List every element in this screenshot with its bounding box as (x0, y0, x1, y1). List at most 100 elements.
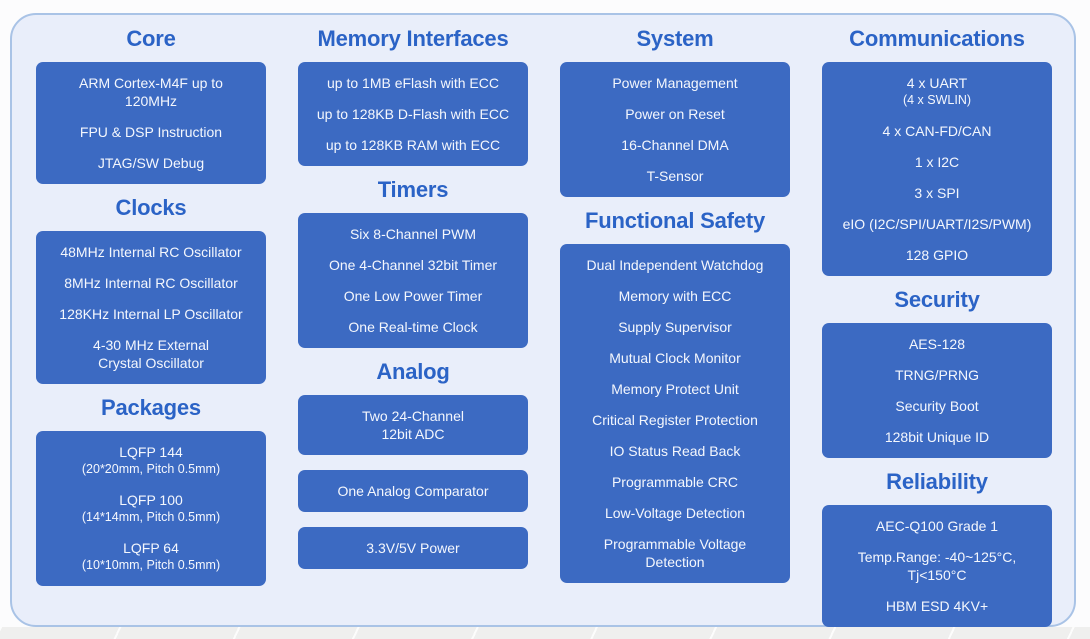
feature-line: 48MHz Internal RC Oscillator (60, 244, 242, 260)
feature-item: Power on Reset (566, 105, 784, 123)
feature-item: 48MHz Internal RC Oscillator (42, 243, 260, 261)
feature-line: LQFP 100 (119, 492, 183, 508)
section-clocks: Clocks 48MHz Internal RC Oscillator 8MHz I… (36, 184, 266, 384)
feature-line: (4 x SWLIN) (902, 93, 972, 107)
feature-item: One Real-time Clock (304, 318, 522, 336)
feature-line: Memory with ECC (618, 288, 732, 304)
feature-line: HBM ESD 4KV+ (885, 598, 989, 614)
feature-item: Memory with ECC (566, 287, 784, 305)
feature-item: Temp.Range: -40~125°C, Tj<150°C (828, 548, 1046, 584)
feature-line: AEC-Q100 Grade 1 (875, 518, 999, 534)
feature-item: LQFP 64 (10*10mm, Pitch 0.5mm) (42, 539, 260, 574)
feature-item: up to 128KB D-Flash with ECC (304, 105, 522, 123)
feature-line: FPU & DSP Instruction (79, 124, 223, 140)
feature-item: eIO (I2C/SPI/UART/I2S/PWM) (828, 215, 1046, 233)
feature-line: One 4-Channel 32bit Timer (328, 257, 498, 273)
feature-line: Security Boot (895, 398, 979, 414)
feature-line: 1 x I2C (914, 154, 960, 170)
feature-box: Two 24-Channel 12bit ADC (298, 395, 528, 455)
feature-item: up to 1MB eFlash with ECC (304, 74, 522, 92)
feature-item: Supply Supervisor (566, 318, 784, 336)
feature-line: Tj<150°C (907, 567, 967, 583)
section-title: Analog (376, 359, 450, 384)
feature-line: 128bit Unique ID (884, 429, 990, 445)
feature-item: AES-128 (828, 335, 1046, 353)
feature-line: 4-30 MHz External (93, 337, 209, 353)
section-boxes: AEC-Q100 Grade 1 Temp.Range: -40~125°C, Tj… (822, 505, 1052, 627)
feature-line: Temp.Range: -40~125°C, (857, 549, 1017, 565)
feature-line: Memory Protect Unit (611, 381, 739, 397)
section-title: Security (894, 287, 980, 312)
feature-item: Programmable CRC (566, 473, 784, 491)
feature-box: AEC-Q100 Grade 1 Temp.Range: -40~125°C, Tj… (822, 505, 1052, 627)
feature-item: Power Management (566, 74, 784, 92)
section-boxes: 4 x UART (4 x SWLIN) 4 x CAN-FD/CAN 1 x I2C… (822, 62, 1052, 276)
feature-line: LQFP 64 (123, 540, 179, 556)
feature-item: TRNG/PRNG (828, 366, 1046, 384)
section-title: Core (126, 26, 176, 51)
feature-line: up to 128KB RAM with ECC (325, 137, 501, 153)
feature-item: Critical Register Protection (566, 411, 784, 429)
feature-line: One Analog Comparator (337, 483, 489, 499)
feature-item: HBM ESD 4KV+ (828, 597, 1046, 615)
section-title: Reliability (886, 469, 988, 494)
feature-item: 8MHz Internal RC Oscillator (42, 274, 260, 292)
section-title: Memory Interfaces (317, 26, 509, 51)
feature-line: 3.3V/5V Power (366, 540, 460, 556)
feature-item: 16-Channel DMA (566, 136, 784, 154)
feature-item: AEC-Q100 Grade 1 (828, 517, 1046, 535)
feature-box: 4 x UART (4 x SWLIN) 4 x CAN-FD/CAN 1 x I2C… (822, 62, 1052, 276)
feature-line: 12bit ADC (381, 426, 445, 442)
feature-line: Six 8-Channel PWM (349, 226, 477, 242)
feature-item: T-Sensor (566, 167, 784, 185)
feature-line: (10*10mm, Pitch 0.5mm) (81, 558, 221, 572)
section-boxes: Two 24-Channel 12bit ADC One Analog Compar… (298, 395, 528, 569)
feature-line: (14*14mm, Pitch 0.5mm) (81, 510, 221, 524)
section-title: Clocks (115, 195, 187, 220)
section-memory-interfaces: Memory Interfaces up to 1MB eFlash with E… (298, 24, 528, 166)
feature-line: 4 x UART (906, 75, 968, 91)
feature-item: LQFP 144(20*20mm, Pitch 0.5mm) (42, 443, 260, 478)
feature-line: AES-128 (908, 336, 966, 352)
feature-item: Two 24-Channel 12bit ADC (304, 407, 522, 443)
section-title: Communications (849, 26, 1025, 51)
feature-box: 3.3V/5V Power (298, 527, 528, 569)
feature-line: Two 24-Channel (362, 408, 464, 424)
feature-line: 128KHz Internal LP Oscillator (59, 306, 243, 322)
feature-item: 1 x I2C (828, 153, 1046, 171)
feature-item: LQFP 100 (14*14mm, Pitch 0.5mm) (42, 491, 260, 526)
feature-line: (20*20mm, Pitch 0.5mm) (81, 462, 221, 476)
feature-item: 128KHz Internal LP Oscillator (42, 305, 260, 323)
feature-line: IO Status Read Back (609, 443, 741, 459)
feature-line: One Low Power Timer (343, 288, 483, 304)
feature-line: Crystal Oscillator (98, 355, 204, 371)
feature-line: 8MHz Internal RC Oscillator (64, 275, 238, 291)
feature-item: Memory Protect Unit (566, 380, 784, 398)
feature-box: LQFP 144(20*20mm, Pitch 0.5mm) LQFP 100 (1… (36, 431, 266, 586)
feature-item: One 4-Channel 32bit Timer (304, 256, 522, 274)
feature-line: Programmable CRC (611, 474, 739, 490)
feature-line: 4 x CAN-FD/CAN (882, 123, 992, 139)
feature-box: Six 8-Channel PWM One 4-Channel 32bit Tim… (298, 213, 528, 348)
feature-line: 128 GPIO (905, 247, 969, 263)
feature-item: 4 x CAN-FD/CAN (828, 122, 1046, 140)
feature-line: Detection (645, 554, 705, 570)
feature-line: 16-Channel DMA (621, 137, 729, 153)
feature-line: Critical Register Protection (592, 412, 758, 428)
feature-line: Mutual Clock Monitor (609, 350, 741, 366)
feature-line: T-Sensor (646, 168, 704, 184)
feature-line: ARM Cortex-M4F up to (79, 75, 223, 91)
feature-item: Six 8-Channel PWM (304, 225, 522, 243)
section-communications: Communications 4 x UART (4 x SWLIN) 4 x CAN… (822, 24, 1052, 276)
feature-box: up to 1MB eFlash with ECC up to 128KB D-F… (298, 62, 528, 166)
feature-item: 3.3V/5V Power (304, 539, 522, 557)
